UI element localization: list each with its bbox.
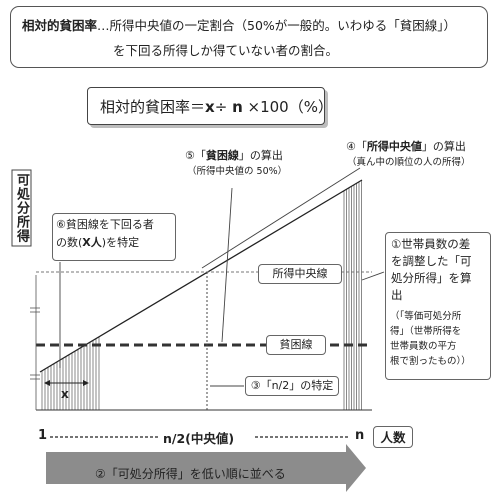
step4-prefix: ④「 bbox=[346, 140, 367, 153]
step6-line2: の数(X人)を特定 bbox=[56, 236, 139, 250]
x-axis-label: 人数 bbox=[373, 426, 413, 448]
definition-box bbox=[10, 6, 488, 68]
formula: 相対的貧困率＝x÷ n ×100（%） bbox=[100, 96, 333, 117]
step1-line4: 出 bbox=[391, 288, 403, 302]
x-axis-start: 1 bbox=[38, 428, 48, 443]
step1-line3: 処分所得」を算 bbox=[391, 271, 472, 285]
step5-suffix: 」の算出 bbox=[238, 149, 283, 162]
formula-box bbox=[87, 87, 325, 125]
step1-note3: 世帯員数の平方 bbox=[390, 341, 457, 352]
step1-note4: 根で割ったもの）） bbox=[390, 356, 471, 367]
step1-note2: 得」（世帯所得を bbox=[390, 326, 462, 337]
step6-bold: X人 bbox=[82, 236, 102, 249]
formula-suffix: ×100（%） bbox=[247, 98, 333, 116]
step3-label: ③「n/2」の特定 bbox=[245, 376, 339, 396]
step5-leader bbox=[221, 187, 233, 343]
x-axis-mid: n/2(中央値) bbox=[163, 431, 235, 446]
step1-line2: を調整した「可 bbox=[391, 254, 472, 268]
step4-title: ④「所得中央値」の算出 bbox=[346, 140, 466, 154]
sort-arrow bbox=[46, 444, 366, 492]
step4-note: （真ん中の順位の人の所得） bbox=[347, 157, 471, 168]
step5-bold: 貧困線 bbox=[205, 149, 239, 162]
step1-note1: （「等価可処分所 bbox=[390, 311, 462, 322]
step5-prefix: ⑤「 bbox=[185, 149, 206, 162]
formula-x: x bbox=[205, 98, 215, 116]
x-bracket-arrowhead-left bbox=[44, 380, 50, 386]
income-trend-line bbox=[39, 179, 363, 373]
median-line-label: 所得中央線 bbox=[258, 264, 342, 284]
formula-n: n bbox=[232, 98, 243, 116]
step1-note: （「等価可処分所 得」（世帯所得を 世帯員数の平方 根で割ったもの）） bbox=[390, 309, 471, 369]
step1-line1: ①世帯員数の差 bbox=[391, 237, 471, 251]
x-bracket-arrowhead-right bbox=[83, 380, 89, 386]
step4-bold: 所得中央値 bbox=[366, 140, 422, 153]
formula-op: ÷ bbox=[214, 98, 228, 116]
step4-leader bbox=[201, 167, 361, 269]
step6-line2-suffix: )を特定 bbox=[101, 236, 140, 249]
y-axis-label: 可処分所得 bbox=[14, 173, 29, 243]
definition-term: 相対的貧困率 bbox=[22, 18, 98, 33]
definition-text-1: …所得中央値の一定割合（50%が一般的。いわゆる「貧困線」） bbox=[97, 18, 457, 33]
step6-box bbox=[52, 213, 176, 261]
step5-note: （所得中央値の 50%） bbox=[187, 166, 288, 177]
step1-box bbox=[385, 232, 491, 380]
y-axis-label-box bbox=[11, 169, 32, 247]
definition-line1: 相対的貧困率…所得中央値の一定割合（50%が一般的。いわゆる「貧困線」） bbox=[22, 15, 456, 34]
step6-line2-prefix: の数( bbox=[56, 236, 83, 249]
income-bars bbox=[41, 180, 362, 410]
poverty-line-label: 貧困線 bbox=[266, 335, 326, 355]
formula-prefix: 相対的貧困率＝ bbox=[100, 98, 206, 116]
step1-text: ①世帯員数の差 を調整した「可 処分所得」を算 出 bbox=[391, 236, 472, 304]
step2-label: ②「可処分所得」を低い順に並べる bbox=[95, 467, 286, 481]
definition-line2: を下回る所得しか得ていない者の割合。 bbox=[113, 43, 339, 58]
step1-leader bbox=[361, 271, 385, 281]
step4-suffix: 」の算出 bbox=[421, 140, 466, 153]
x-axis-end: n bbox=[355, 428, 365, 443]
step5-title: ⑤「貧困線」の算出 bbox=[185, 149, 283, 163]
x-marker: x bbox=[61, 387, 69, 401]
step6-line1: ⑥貧困線を下回る者 bbox=[56, 218, 154, 231]
